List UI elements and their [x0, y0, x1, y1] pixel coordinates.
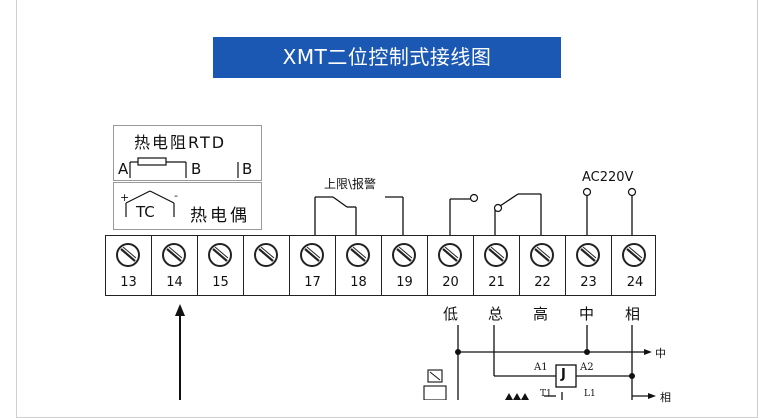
screw-icon — [116, 243, 140, 267]
terminal-22: 22 — [520, 236, 566, 295]
rtd-term-b2: B — [242, 160, 253, 178]
screw-icon — [208, 243, 232, 267]
rtd-resistor-symbol — [129, 157, 239, 178]
wiring-lines — [175, 187, 656, 400]
screw-icon — [346, 243, 370, 267]
label-common: 总 — [488, 305, 504, 323]
screw-icon — [300, 243, 324, 267]
screw-icon — [622, 243, 646, 267]
terminal-19: 19 — [382, 236, 428, 295]
phase-line-label: 相 — [660, 391, 671, 404]
neutral-line-label: 中 — [655, 347, 666, 360]
terminal-number: 24 — [626, 275, 644, 290]
upper-limit-alarm-label: 上限\报警 — [324, 177, 377, 191]
rtd-label: 热电阻RTD — [134, 133, 227, 152]
terminal-21: 21 — [474, 236, 520, 295]
terminal-17: 17 — [290, 236, 336, 295]
tc-plus: + — [120, 191, 130, 204]
screw-icon — [484, 243, 508, 267]
supply-voltage-label: AC220V — [582, 170, 634, 185]
terminal-number: 21 — [488, 275, 505, 290]
terminal-15: 15 — [198, 236, 244, 295]
rtd-term-a: A — [118, 160, 129, 178]
terminal-number: 15 — [212, 275, 229, 290]
terminal-23: 23 — [566, 236, 612, 295]
terminal-13: 13 — [106, 236, 152, 295]
tc-label: 热电偶 — [190, 206, 250, 226]
tc-minus: - — [174, 189, 178, 202]
relay-t1-label: T1 — [540, 389, 552, 399]
diagram-title: XMT二位控制式接线图 — [213, 37, 561, 78]
relay-coil-label: J — [561, 367, 566, 382]
screw-icon — [576, 243, 600, 267]
label-low: 低 — [443, 305, 459, 323]
thermocouple-symbol — [125, 190, 175, 217]
rtd-term-b1: B — [191, 160, 202, 178]
terminal-blank — [244, 236, 290, 295]
screw-icon — [438, 243, 462, 267]
terminal-block: 13 14 15 17 18 19 20 21 22 23 24 — [105, 235, 656, 296]
terminal-number: 14 — [166, 275, 183, 290]
terminal-number: 22 — [534, 275, 551, 290]
terminal-24: 24 — [612, 236, 658, 295]
relay-l1-label: L1 — [584, 389, 596, 399]
screw-icon — [254, 243, 278, 267]
label-high: 高 — [533, 305, 549, 323]
terminal-20: 20 — [428, 236, 474, 295]
terminal-number: 17 — [304, 275, 321, 290]
label-phase: 相 — [625, 305, 641, 323]
rtd-sensor-box: 热电阻RTD A B B — [113, 125, 262, 181]
label-neutral: 中 — [579, 305, 595, 323]
tc-symbol-text: TC — [136, 203, 155, 221]
terminal-number: 19 — [396, 275, 413, 290]
terminal-18: 18 — [336, 236, 382, 295]
screw-icon — [392, 243, 416, 267]
relay-a1-label: A1 — [534, 362, 548, 373]
terminal-number: 23 — [580, 275, 597, 290]
screw-icon — [162, 243, 186, 267]
terminal-number: 20 — [442, 275, 459, 290]
relay-a2-label: A2 — [580, 362, 594, 373]
terminal-14: 14 — [152, 236, 198, 295]
thermocouple-box: + - TC 热电偶 — [113, 182, 262, 230]
screw-icon — [530, 243, 554, 267]
terminal-number: 13 — [120, 275, 137, 290]
terminal-number: 18 — [350, 275, 367, 290]
